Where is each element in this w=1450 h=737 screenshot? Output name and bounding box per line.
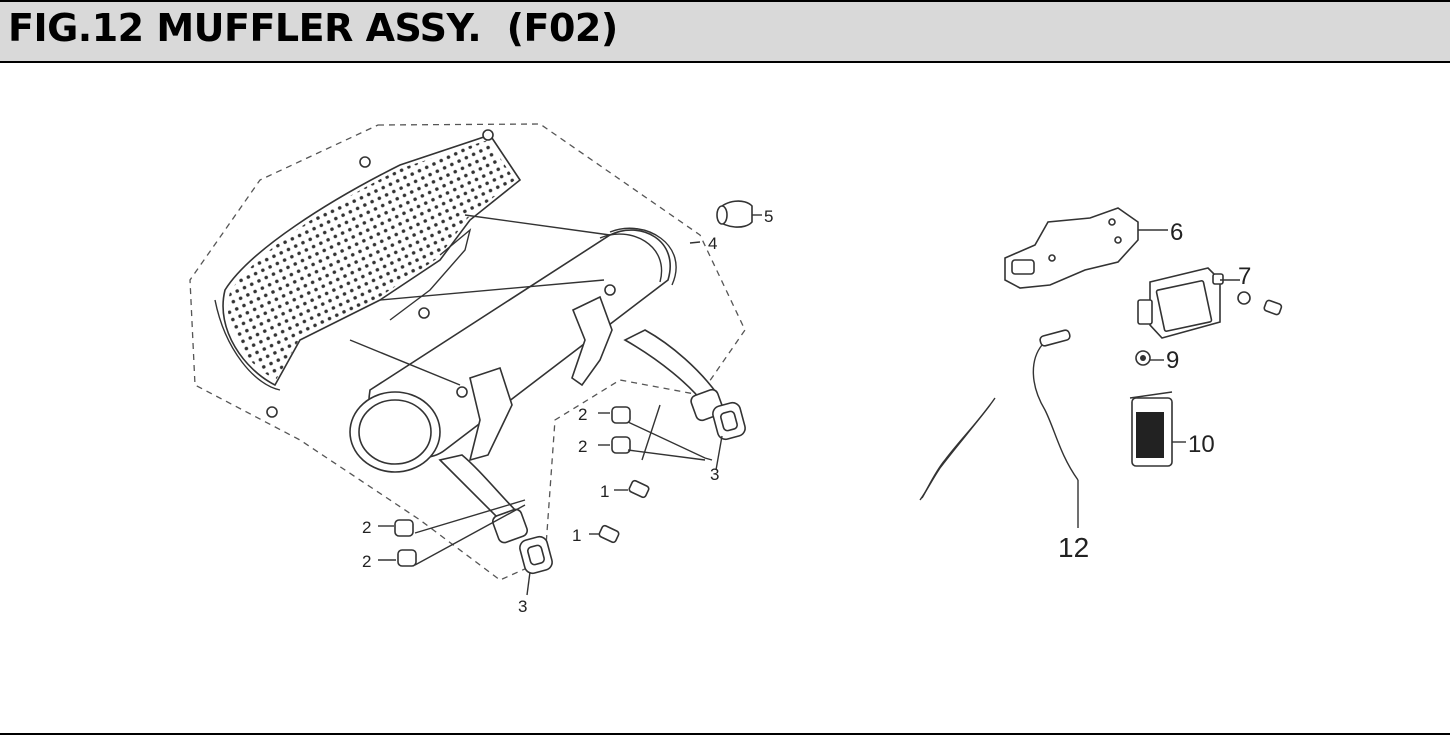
callout-2c: 2 (362, 518, 371, 537)
callout-3b: 3 (710, 465, 719, 484)
callout-4: 4 (708, 234, 717, 253)
callout-12: 12 (1058, 532, 1089, 563)
module-part-7 (1137, 267, 1224, 339)
callout-3a: 3 (518, 597, 527, 616)
callout-2a: 2 (578, 405, 587, 424)
nut-2c (394, 519, 414, 537)
page-header: FIG.12 MUFFLER ASSY. (F02) (0, 0, 1450, 63)
sensor-wire-part-12 (919, 329, 1079, 501)
callout-2b: 2 (578, 437, 587, 456)
callout-2d: 2 (362, 552, 371, 571)
callout-1a: 1 (600, 482, 609, 501)
gasket-3b (712, 401, 746, 441)
heat-shield (214, 129, 522, 418)
callout-9: 9 (1166, 347, 1179, 374)
gasket-3a (519, 535, 553, 575)
callout-6: 6 (1170, 219, 1183, 246)
callout-7: 7 (1238, 263, 1251, 290)
fan-part-10 (1129, 391, 1173, 467)
nut-2d (397, 549, 417, 567)
callout-10: 10 (1188, 431, 1215, 458)
bolt-1b (598, 524, 620, 544)
bolt-1a (628, 479, 650, 499)
callout-5: 5 (764, 207, 773, 226)
bracket-part-6 (1004, 207, 1139, 289)
callout-1b: 1 (572, 526, 581, 545)
footer-rule (0, 733, 1450, 735)
page-title: FIG.12 MUFFLER ASSY. (F02) (8, 6, 618, 50)
nut-2b (611, 436, 631, 454)
parts-diagram: 4 5 2 2 1 1 2 2 3 3 6 7 9 10 12 (189, 123, 1283, 616)
nut-and-bolt-7 (1237, 291, 1283, 316)
sleeve-part-5 (716, 200, 753, 228)
nut-2a (611, 406, 631, 424)
nut-part-9 (1135, 350, 1151, 366)
